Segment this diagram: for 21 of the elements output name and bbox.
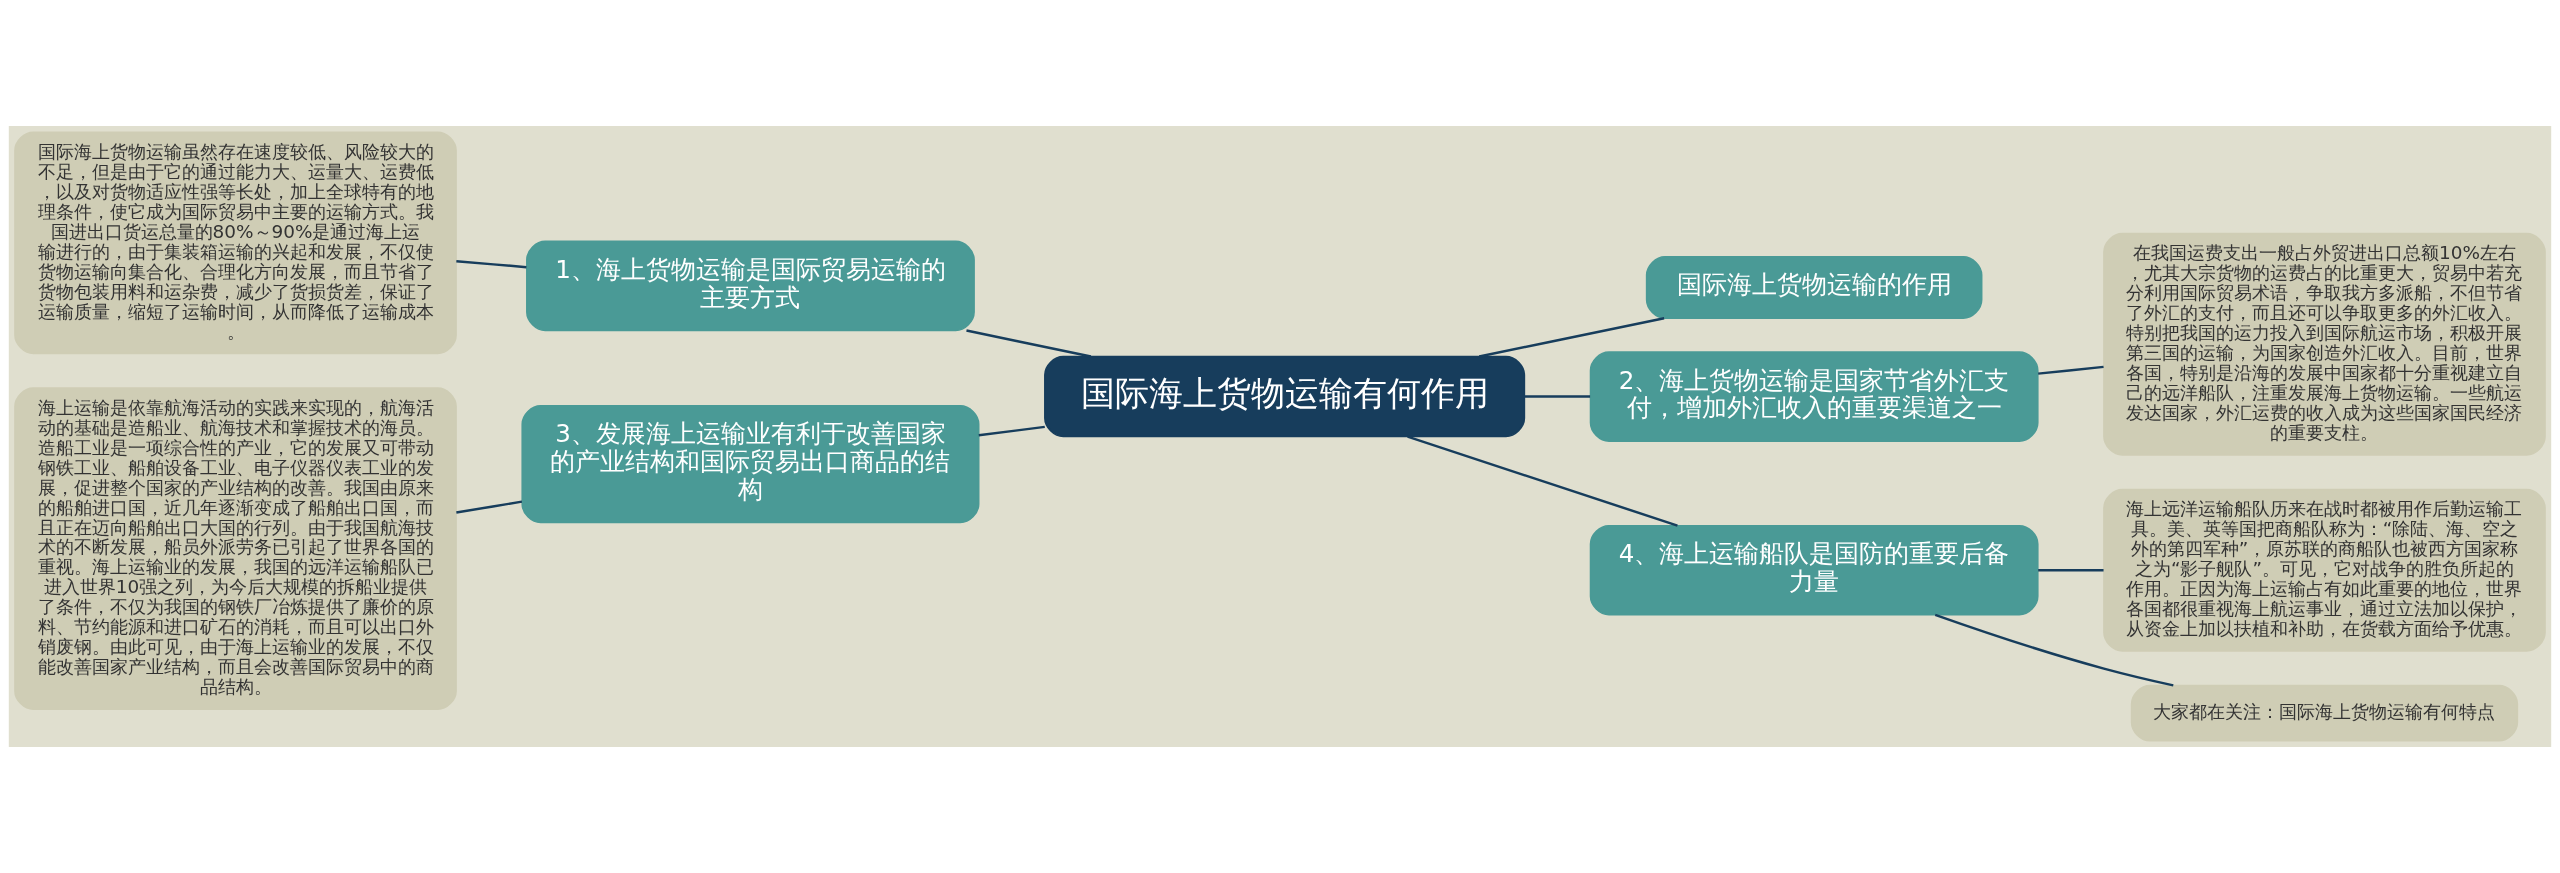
connector — [966, 329, 1092, 358]
connector — [2038, 365, 2104, 375]
connector — [456, 500, 523, 514]
connector — [978, 425, 1045, 437]
node-box: 国际海上货物运输有何作用 — [1044, 355, 1526, 438]
node-box: 3、发展海上运输业有利于改善国家的产业结构和国际贸易出口商品的结构 — [521, 405, 980, 524]
node-box: 在我国运费支出一般占外贸进出口总额10%左右，尤其大宗货物的运费占的比重更大，贸易中若充分利用国际贸易术语，争取我方多派船，不但节省了外汇的支付，而且还可以争取更多的外汇收入。特别把我国的运力投入到国际航运市场，积极开展第三国的运输，为国家创造外汇收入。目前，世界各国，特别是沿海的发展中国家都十分重视建立自己的远洋船队，注重发展海上货物运输。一些航运发达国家，外汇运费的收入成为这些国家国民经济的重要支柱。 — [2103, 232, 2546, 456]
node-box: 4、海上运输船队是国防的重要后备力量 — [1589, 524, 2039, 616]
connector — [1934, 613, 2174, 687]
connector — [456, 260, 527, 269]
node-box: 2、海上货物运输是国家节省外汇支付，增加外汇收入的重要渠道之一 — [1589, 351, 2039, 442]
node-box: 大家都在关注：国际海上货物运输有何特点 — [2130, 684, 2519, 742]
node-box: 海上运输是依靠航海活动的实践来实现的，航海活动的基础是造船业、航海技术和掌握技术的海员。造船工业是一项综合性的产业，它的发展又可带动钢铁工业、船舶设备工业、电子仪器仪表工业的发展，促进整个国家的产业结构的改善。我国由原来的船舶进口国，近几年逐渐变成了船舶出口国，而且正在迈向船舶出口大国的行列。由于我国航海技术的不断发展，船员外派劳务已引起了世界各国的重视。海上运输业的发展，我国的远洋运输船队已进入世界10强之列，为今后大规模的拆船业提供了条件，不仅为我国的钢铁厂冶炼提供了廉价的原料、节约能源和进口矿石的消耗，而且可以出口外销废钢。由此可见，由于海上运输业的发展，不仅能改善国家产业结构，而且会改善国际贸易中的商品结构。 — [14, 387, 457, 711]
node-box: 国际海上货物运输的作用 — [1645, 255, 1983, 319]
connector — [1478, 317, 1665, 358]
connector — [1524, 395, 1591, 398]
connector — [2038, 569, 2104, 572]
node-box: 国际海上货物运输虽然存在速度较低、风险较大的不足，但是由于它的通过能力大、运量大、运费低，以及对货物适应性强等长处，加上全球特有的地理条件，使它成为国际贸易中主要的运输方式。我国进出口货运总量的80%～90%是通过海上运输进行的，由于集装箱运输的兴起和发展，不仅使货物运输向集合化、合理化方向发展，而且节省了货物包装用料和运杂费，减少了货损货差，保证了运输质量，缩短了运输时间，从而降低了运输成本。 — [14, 131, 457, 355]
node-box: 1、海上货物运输是国际贸易运输的主要方式 — [526, 240, 975, 332]
node-box: 海上远洋运输船队历来在战时都被用作后勤运输工具。美、英等国把商船队称为：“除陆、海、空之外的第四军种”，原苏联的商船队也被西方国家称之为“影子舰队”。可见，它对战争的胜负所起的作用。正因为海上运输占有如此重要的地位，世界各国都很重视海上航运事业，通过立法加以保护，从资金上加以扶植和补助，在货载方面给予优惠。 — [2103, 488, 2546, 652]
connector — [1407, 435, 1678, 527]
